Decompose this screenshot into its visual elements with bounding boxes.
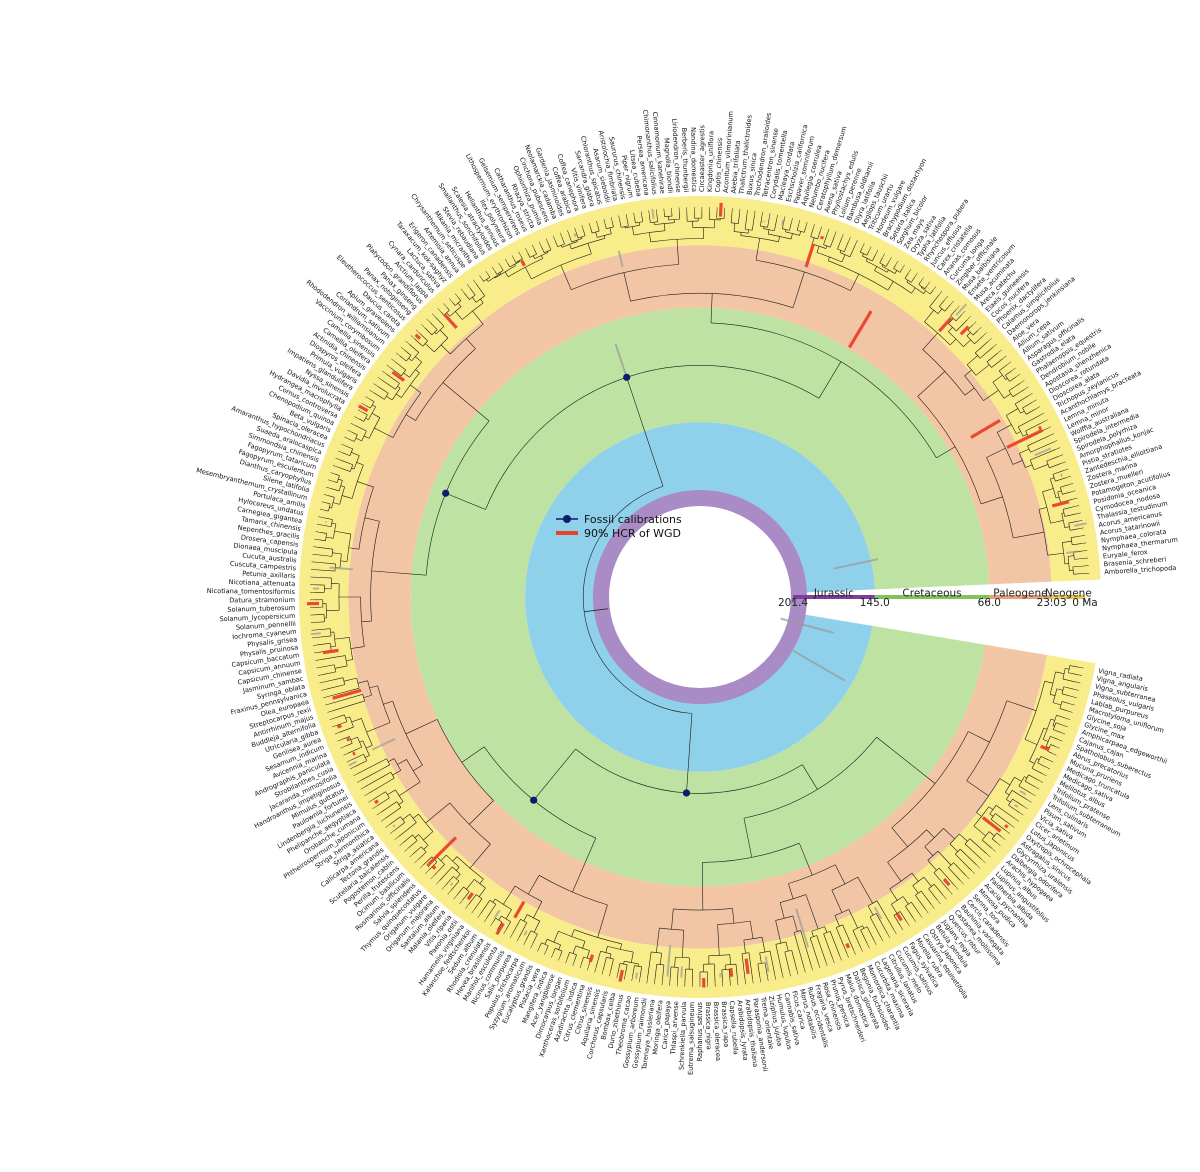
wgd-hcr-bar	[847, 943, 849, 947]
axis-tick-label: 66.0	[978, 597, 1001, 609]
wgd-hcr-bar	[720, 203, 721, 217]
axis-tick-label: 23.03	[1037, 597, 1067, 609]
age-hpd-bar	[393, 825, 395, 826]
fossil-legend-label: Fossil calibrations	[584, 513, 682, 526]
age-hpd-bar	[652, 209, 653, 219]
fossil-calibration-point	[623, 374, 630, 381]
fossil-legend-marker	[563, 515, 571, 523]
wgd-hcr-bar	[338, 726, 342, 727]
axis-tick-label: 145.0	[860, 597, 890, 609]
period-label: Cretaceous	[902, 588, 961, 600]
wgd-hcr-bar	[347, 739, 350, 740]
wgd-hcr-bar	[731, 968, 732, 977]
wgd-hcr-bar	[822, 236, 823, 239]
wgd-hcr-bar	[590, 955, 592, 962]
fossil-calibration-point	[683, 789, 690, 796]
axis-tick-label: 201.4	[778, 597, 808, 609]
wgd-hcr-bar	[375, 801, 378, 803]
fossil-calibration-point	[442, 490, 449, 497]
wgd-hcr-bar	[746, 959, 748, 974]
taxon-label: Circaeaster_agrestis	[698, 124, 706, 192]
wgd-hcr-bar	[1039, 427, 1041, 428]
age-hpd-bar	[311, 633, 321, 634]
axis-tick-label: 0 Ma	[1072, 597, 1098, 609]
taxon-label: Kingdonia_uniflora	[706, 131, 715, 192]
age-hpd-bar	[681, 967, 682, 978]
wgd-hcr-bar	[433, 866, 435, 868]
wgd-hcr-bar	[323, 650, 338, 652]
taxon-label: Nicotiana_tomentosiformis	[207, 587, 296, 596]
wgd-legend-label: 90% HCR of WGD	[584, 527, 681, 540]
taxon-label: Raphanus_sativus	[696, 1001, 704, 1061]
period-label: Jurassic	[813, 588, 854, 600]
fossil-calibration-point	[530, 797, 537, 804]
age-hpd-bar	[782, 220, 783, 225]
age-hpd-bar	[1066, 551, 1078, 552]
age-hpd-bar	[575, 233, 576, 236]
age-hpd-bar	[636, 973, 637, 979]
wgd-hcr-bar	[353, 753, 355, 754]
wgd-hcr-bar	[1005, 825, 1008, 827]
wgd-hcr-bar	[428, 865, 429, 866]
taxon-label: Brassica_nigra	[704, 1002, 713, 1050]
taxon-label: Eutrema_salsugineum	[687, 1002, 696, 1075]
